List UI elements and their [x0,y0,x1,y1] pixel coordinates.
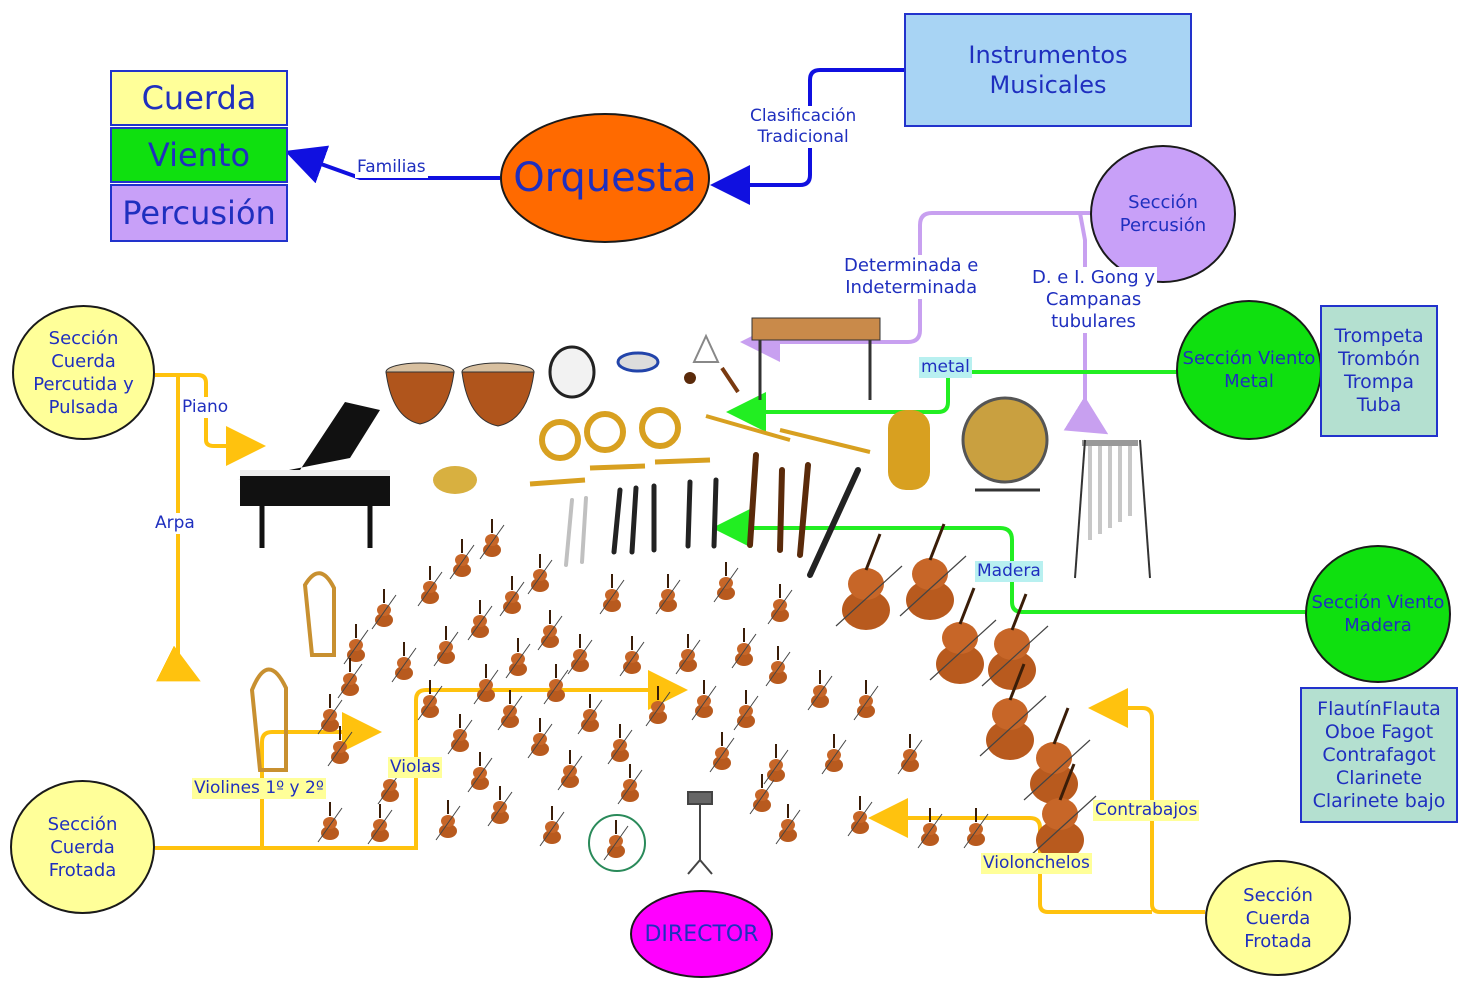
percutida-line1: Sección [48,327,119,349]
gong-line2: Campanas [1045,289,1142,310]
violas-label: Violas [388,757,443,778]
director-ellipse: DIRECTOR [630,890,773,978]
frotada-left-line3: Frotada [48,859,117,881]
connector-metal [726,370,1180,432]
arpa-label: Arpa [153,513,197,534]
piano-illustration [238,402,390,548]
madera-item: Contrafagot [1322,743,1436,766]
seccion-viento-madera-circle: Sección Viento Madera [1305,545,1451,683]
harps-illustration [249,571,336,772]
tubular-bells-illustration [1074,439,1151,579]
piano-label: Piano [180,397,231,418]
instrumentos-box: Instrumentos Musicales [904,13,1192,127]
metal-item: Trombón [1337,348,1421,370]
castanets-illustration [684,366,740,394]
percutida-line2: Cuerda [51,350,116,372]
madera-item: Oboe Fagot [1324,720,1434,743]
instrumentos-line1: Instrumentos [968,41,1128,69]
xylophone-illustration [751,317,881,400]
connector-arpa [156,375,201,682]
clasificacion-label: Clasificación Tradicional [748,106,859,148]
connector-violas [262,670,688,850]
frotada-right-line1: Sección [1243,884,1313,906]
madera-line2: Madera [1344,615,1412,636]
frotada-right-line3: Frotada [1244,930,1312,952]
metal-line1: Sección Viento [1182,348,1316,369]
familia-cuerda: Cuerda [110,70,288,126]
trombones-illustration [705,414,871,454]
music-stand-illustration [687,791,713,875]
connector-orquesta-familias [284,145,500,184]
metal-item: Trompa [1343,371,1415,393]
orquesta-ellipse: Orquesta [500,113,710,243]
contrabajos-label: Contrabajos [1093,800,1200,821]
madera-label: Madera [975,561,1043,582]
metal-item: Trompeta [1334,325,1424,347]
cello-bass-section [749,522,1098,862]
clasificacion-line2: Tradicional [757,127,849,147]
familia-viento: Viento [110,127,288,183]
cymbal-illustration [433,466,477,494]
metal-line2: Metal [1224,371,1274,392]
gong-line3: tubulares [1051,311,1136,332]
bass-drum-illustration [548,345,596,399]
metal-item: Tuba [1356,394,1402,416]
seccion-viento-metal-circle: Sección Viento Metal [1176,300,1322,440]
frotada-left-line1: Sección [47,813,118,835]
instrumentos-line2: Musicales [989,71,1107,99]
metal-list: Trompeta Trombón Trompa Tuba [1320,305,1438,437]
metal-label: metal [919,357,972,378]
timpani-illustration [385,362,535,427]
gong-label: D. e I. Gong y Campanas tubulares [1030,267,1158,333]
seccion-cuerda-frotada-left-circle: Sección Cuerda Frotada [10,780,155,914]
madera-item: Clarinete [1335,766,1423,789]
percutida-line4: Pulsada [48,396,119,418]
gong-illustration [961,396,1049,492]
seccion-cuerda-frotada-right-circle: Sección Cuerda Frotada [1205,860,1351,976]
violonchelos-label: Violonchelos [981,853,1092,874]
familia-percusion: Percusión [110,184,288,242]
percusion-line1: Sección [1128,192,1198,213]
orquesta-label: Orquesta [513,155,697,201]
clasificacion-line1: Clasificación [750,106,857,126]
determinada-label: Determinada e Indeterminada [842,255,981,299]
seccion-cuerda-percutida-circle: Sección Cuerda Percutida y Pulsada [12,305,155,440]
madera-item: Clarinete bajo [1312,789,1446,812]
percusion-line2: Percusión [1119,215,1207,236]
snare-illustration [616,351,660,373]
gong-line1: D. e I. Gong y [1032,267,1156,288]
horns-illustration [539,407,681,461]
director-label: DIRECTOR [644,921,759,947]
familias-label: Familias [355,157,428,178]
connector-violines [155,712,382,850]
seccion-percusion-circle: Sección Percusión [1090,145,1236,283]
determinada-line2: Indeterminada [845,277,978,298]
violin-section [317,518,793,872]
tuba-illustration [888,410,930,490]
woodwinds-illustration [564,452,861,578]
frotada-left-line2: Cuerda [50,836,115,858]
percutida-line3: Percutida y [33,373,134,395]
madera-line1: Sección Viento [1311,592,1445,613]
violines-label: Violines 1º y 2º [192,778,326,799]
trumpets-illustration [529,457,711,487]
madera-list: FlautínFlauta Oboe Fagot Contrafagot Cla… [1300,687,1458,823]
determinada-line1: Determinada e [844,255,979,276]
frotada-right-line2: Cuerda [1245,907,1311,929]
madera-item: FlautínFlauta [1317,697,1441,720]
triangle-illustration [692,333,720,363]
